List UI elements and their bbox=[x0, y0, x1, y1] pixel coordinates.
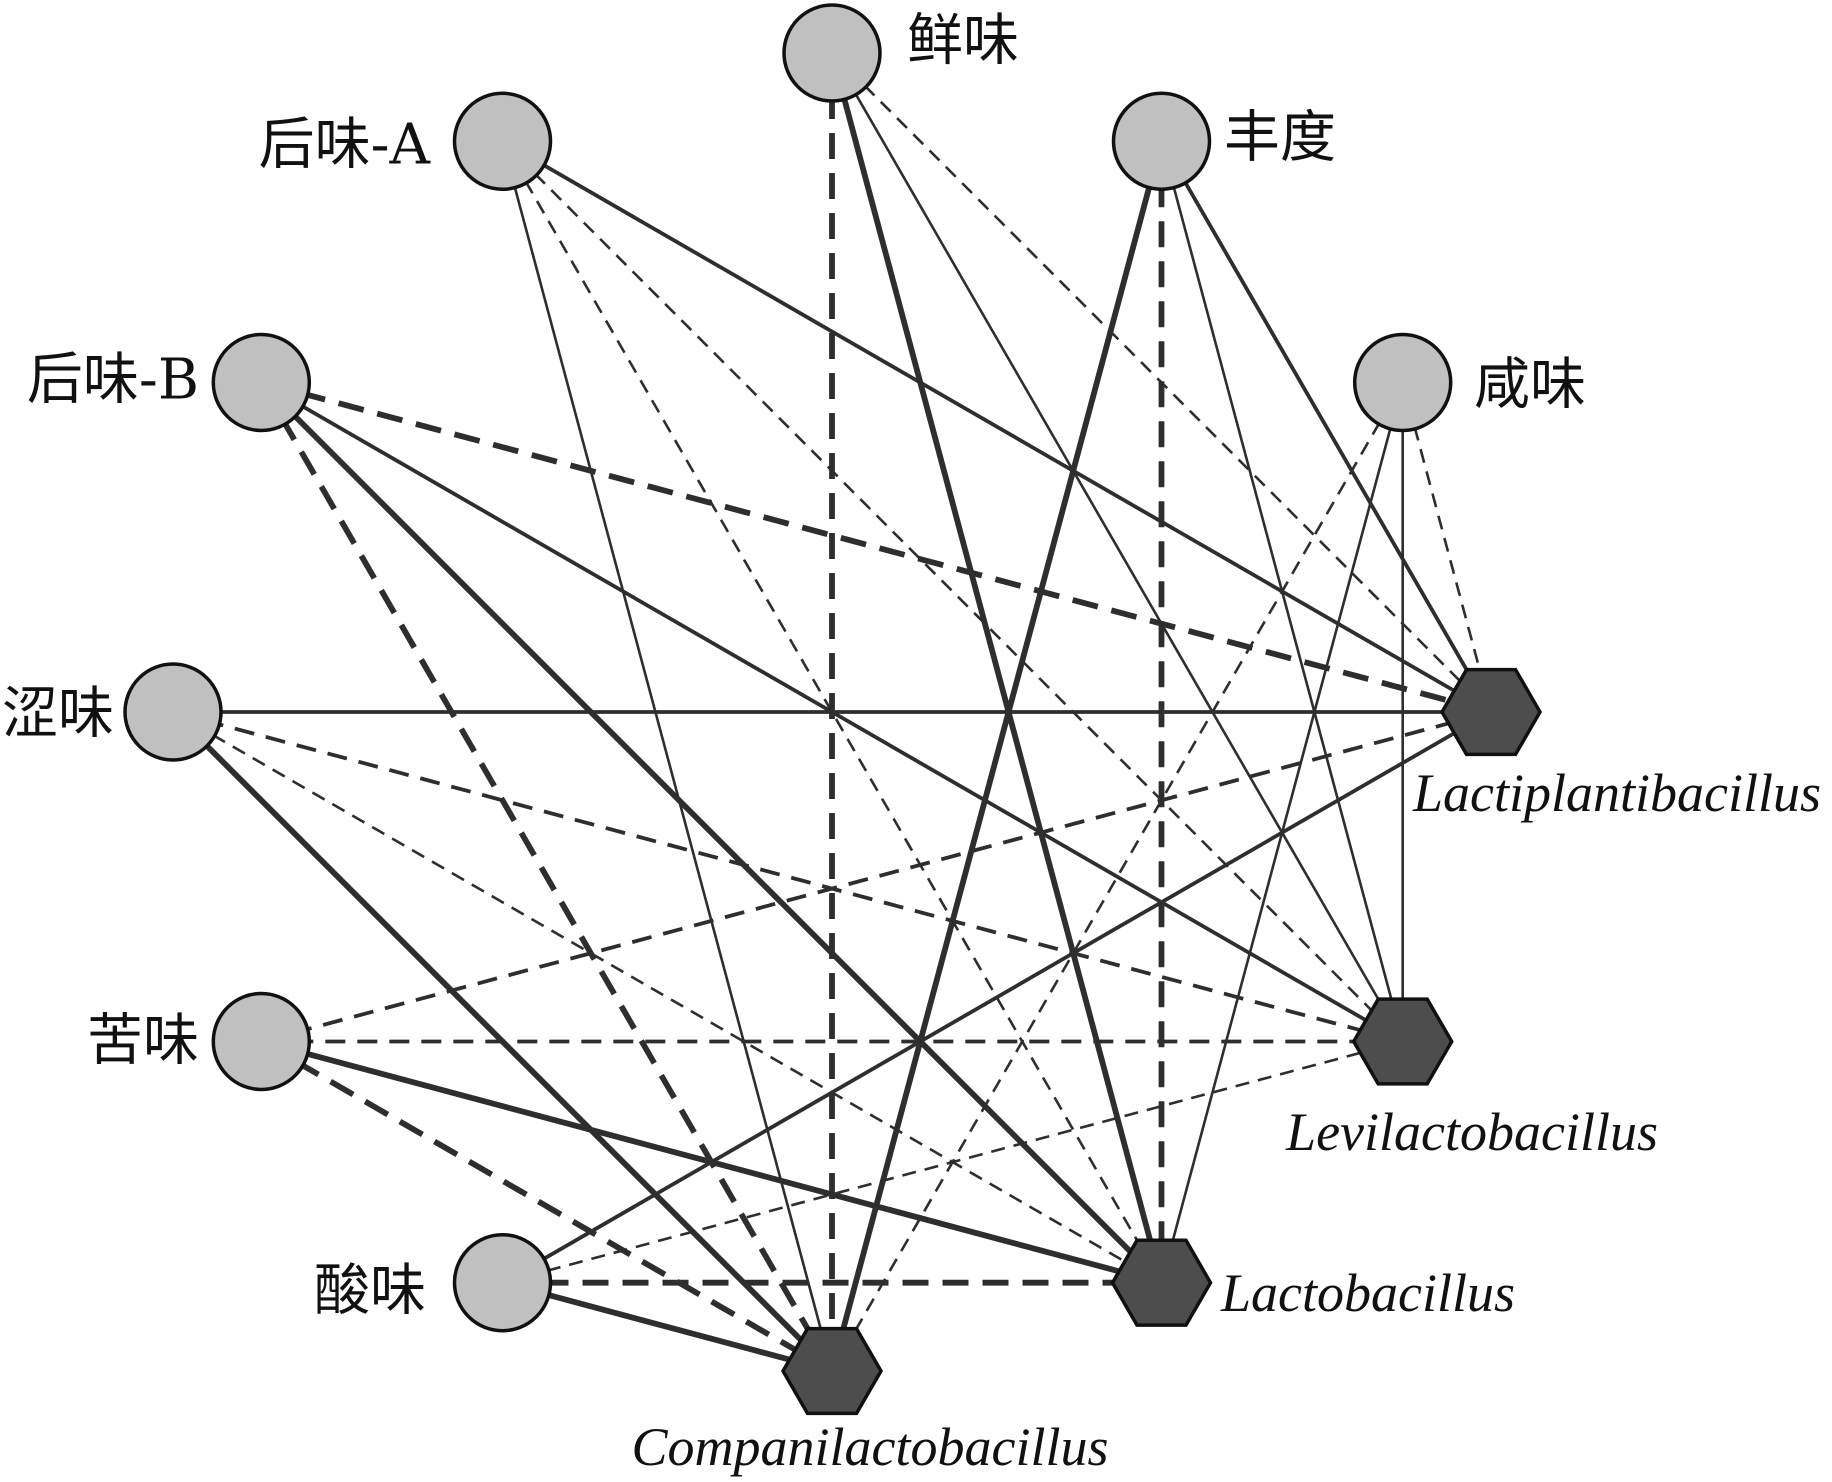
correlation-edge bbox=[1401, 382, 1493, 713]
taste-node-label: 鲜味 bbox=[907, 9, 1019, 74]
taste-node-aftertaste-b: 后味-B bbox=[27, 332, 312, 433]
edge-layer bbox=[170, 52, 1493, 1374]
taste-node-circle bbox=[452, 91, 553, 192]
taste-node-circle bbox=[211, 332, 312, 433]
genus-node-companilactobacillus: Companilactobacillus bbox=[632, 1326, 1109, 1477]
correlation-edge bbox=[501, 140, 1163, 1284]
taste-node-circle bbox=[782, 3, 882, 103]
taste-node-circle bbox=[452, 1232, 553, 1333]
correlation-edge bbox=[501, 140, 1404, 1043]
taste-node-label: 咸味 bbox=[1474, 353, 1586, 418]
genus-node-hexagon bbox=[1351, 997, 1454, 1086]
correlation-edge bbox=[501, 710, 1492, 1285]
correlation-edge bbox=[501, 139, 1492, 714]
taste-node-aftertaste-a: 后味-A bbox=[259, 91, 553, 192]
correlation-edge bbox=[259, 1038, 834, 1374]
correlation-edge bbox=[260, 379, 1492, 715]
taste-node-umami: 鲜味 bbox=[782, 3, 1019, 103]
taste-node-circle bbox=[123, 662, 223, 762]
genus-node-levilactobacillus: Levilactobacillus bbox=[1285, 997, 1658, 1162]
correlation-edge bbox=[829, 140, 1165, 1372]
taste-node-label: 涩味 bbox=[2, 682, 114, 747]
genus-node-hexagon bbox=[1439, 667, 1543, 757]
correlation-edge bbox=[502, 1040, 1404, 1284]
correlation-edge bbox=[260, 710, 1492, 1044]
genus-node-hexagon bbox=[780, 1326, 884, 1416]
genus-node-label: Levilactobacillus bbox=[1285, 1102, 1658, 1162]
taste-node-label: 苦味 bbox=[87, 1009, 199, 1074]
genus-node-hexagon bbox=[1110, 1238, 1213, 1327]
correlation-edge bbox=[259, 380, 1164, 1285]
genus-node-lactobacillus: Lactobacillus bbox=[1110, 1238, 1515, 1327]
correlation-edge bbox=[258, 381, 835, 1373]
taste-node-label: 后味-B bbox=[27, 348, 199, 413]
correlation-edge bbox=[501, 140, 834, 1372]
taste-node-sourness: 酸味 bbox=[314, 1232, 553, 1333]
taste-node-circle bbox=[211, 991, 312, 1092]
taste-node-bitterness: 苦味 bbox=[87, 991, 312, 1092]
taste-node-label: 酸味 bbox=[314, 1259, 426, 1324]
correlation-edge bbox=[830, 52, 1404, 1043]
correlation-edge bbox=[1159, 140, 1493, 713]
taste-node-circle bbox=[1111, 91, 1212, 192]
taste-node-label: 丰度 bbox=[1224, 106, 1336, 171]
taste-node-circle bbox=[1352, 332, 1453, 433]
correlation-edge bbox=[172, 710, 1404, 1044]
taste-node-label: 后味-A bbox=[259, 113, 431, 178]
correlation-edge bbox=[829, 52, 1165, 1284]
node-layer: 鲜味 丰度 咸味 后味-A 后味-B 涩味 苦味 酸味 bbox=[2, 3, 1821, 1477]
taste-node-saltiness: 咸味 bbox=[1352, 332, 1586, 433]
taste-node-astringency: 涩味 bbox=[2, 662, 223, 762]
taste-node-richness: 丰度 bbox=[1111, 91, 1336, 192]
correlation-edge bbox=[501, 1279, 833, 1374]
correlation-edge bbox=[172, 710, 1163, 1284]
genus-node-label: Lactiplantibacillus bbox=[1412, 763, 1821, 823]
genus-node-label: Lactobacillus bbox=[1220, 1263, 1515, 1323]
genus-node-lactiplantibacillus: Lactiplantibacillus bbox=[1412, 667, 1821, 823]
genus-node-label: Companilactobacillus bbox=[632, 1417, 1109, 1477]
correlation-edge bbox=[830, 381, 1404, 1372]
